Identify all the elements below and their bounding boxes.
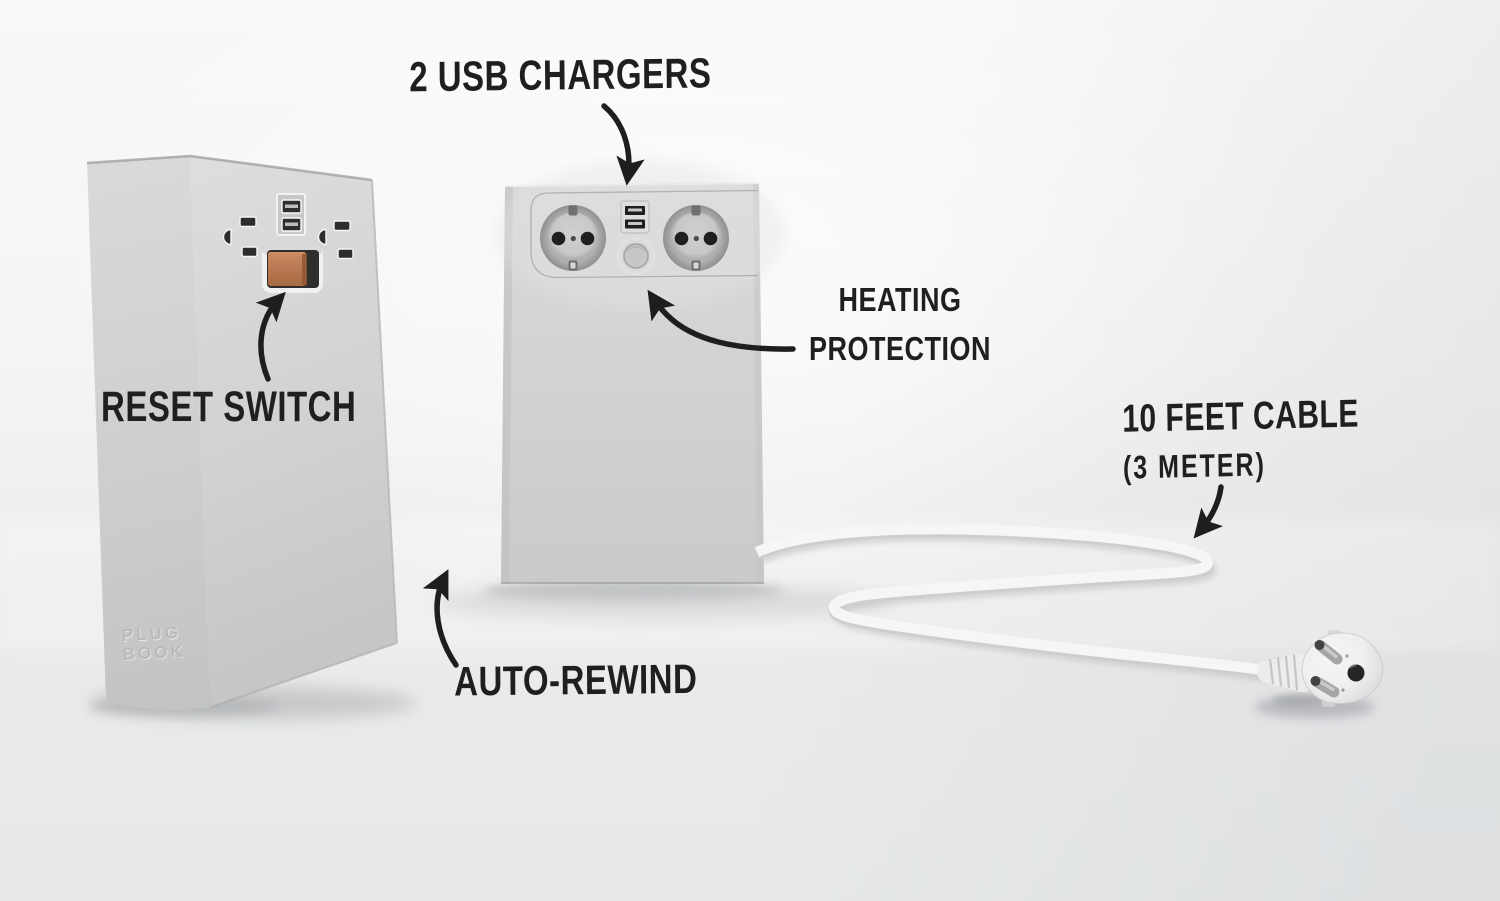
- plug-face-hole: [1347, 664, 1365, 682]
- book-usb-ports: [276, 193, 306, 236]
- label-usb-chargers: 2 USB CHARGERS: [409, 48, 712, 101]
- brand-embossed-text: PLUG BOOK PLUG BOOK: [121, 623, 187, 665]
- book-right-edge: [371, 179, 398, 644]
- svg-text:PLUG: PLUG: [122, 624, 182, 646]
- label-heating-line1: HEATING: [838, 281, 962, 319]
- schuko-outlet-right: [663, 205, 729, 271]
- label-cable-length: 10 FEET CABLE (3 METER): [1122, 393, 1360, 488]
- strip-usb-ports: [620, 200, 650, 234]
- label-heating-line2: PROTECTION: [808, 329, 991, 368]
- heating-protection-button: [617, 237, 655, 275]
- book-top-edge: [86, 154, 373, 182]
- power-plug: [1257, 630, 1384, 707]
- strip-device: [495, 160, 785, 584]
- strip-right-edge: [753, 184, 764, 583]
- strip-left-edge: [501, 187, 513, 583]
- reset-switch-arrow: [255, 291, 286, 382]
- heating-protection-arrow: [647, 289, 796, 352]
- usb-chargers-arrow: [601, 103, 645, 186]
- auto-rewind-arrow: [422, 569, 459, 668]
- book-bottom-edge: [210, 642, 398, 708]
- strip-face-light: [495, 160, 785, 310]
- outlet-panel-line: [530, 189, 759, 279]
- plug-strain-relief: [1257, 653, 1310, 693]
- plug-pins: [1310, 640, 1343, 698]
- plug-face-mark: [1345, 654, 1349, 658]
- book-cover: [190, 156, 397, 707]
- svg-text:BOOK: BOOK: [123, 643, 187, 665]
- reset-switch: [262, 243, 323, 293]
- label-heating-protection: HEATING PROTECTION: [798, 276, 1002, 374]
- power-cable: [754, 523, 1268, 682]
- us-outlet-right: [317, 220, 354, 260]
- label-auto-rewind: AUTO-REWIND: [454, 655, 698, 705]
- plug-face-mark: [1341, 688, 1345, 692]
- plug-body: [1301, 632, 1384, 704]
- us-outlet-left: [222, 216, 258, 258]
- label-cable-line2: (3 METER): [1122, 446, 1267, 487]
- cable-length-arrow: [1193, 484, 1224, 539]
- label-reset-switch: RESET SWITCH: [101, 382, 357, 431]
- book-spine: [87, 156, 211, 710]
- reset-switch-button: [268, 252, 306, 286]
- schuko-outlet-left: [540, 205, 606, 271]
- svg-text:PLUG: PLUG: [121, 623, 181, 645]
- svg-text:BOOK: BOOK: [122, 642, 186, 664]
- label-cable-line1: 10 FEET CABLE: [1122, 392, 1360, 441]
- book-device: PLUG BOOK PLUG BOOK: [86, 154, 398, 710]
